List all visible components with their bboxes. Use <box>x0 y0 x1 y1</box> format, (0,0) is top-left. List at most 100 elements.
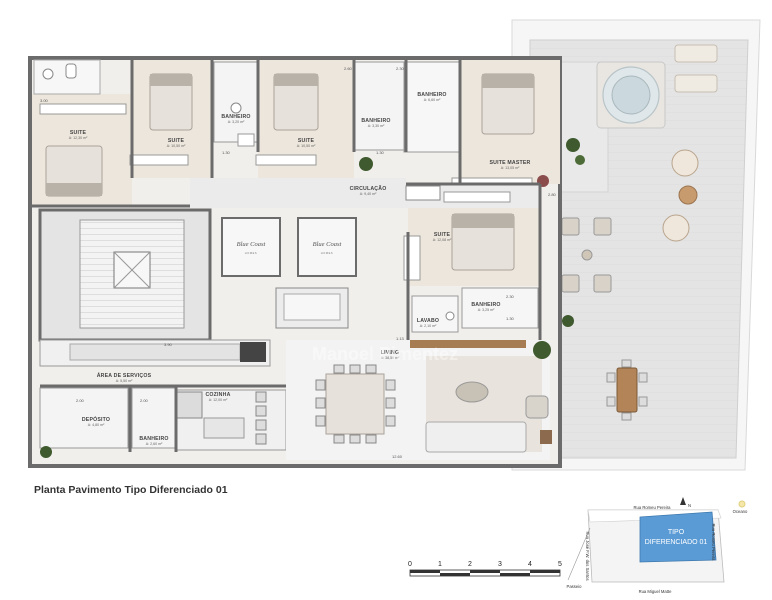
round-chair <box>662 214 690 242</box>
map-street-bottom: Rua Miguel Matte <box>639 589 672 594</box>
wardrobe <box>39 103 127 115</box>
sea-marker <box>738 500 746 508</box>
bathroom-5 <box>461 287 539 329</box>
deposito <box>39 387 129 449</box>
brand-logo-1: Blue Coast <box>237 241 266 248</box>
scale-tick: 1 <box>438 561 442 568</box>
brand-logo-2-sub: HOMES <box>321 251 334 255</box>
room-area-banheiro-5: A: 2,60 m² <box>146 442 163 446</box>
wardrobe <box>255 154 317 166</box>
dimension-labels: 3.00 1.30 2.60 2.30 1.30 2.80 2.30 1.30 … <box>40 66 557 459</box>
room-area-circulacao: A: 9,40 m² <box>360 192 377 196</box>
room-label-banheiro-1: BANHEIRO <box>221 114 250 120</box>
unit-label-1: TIPO <box>668 529 685 536</box>
room-area-suite-master: A: 13,05 m² <box>501 166 520 170</box>
room-label-suite-master: SUITE MASTER <box>489 160 530 166</box>
room-label-banheiro-3: BANHEIRO <box>417 92 446 98</box>
dim-label: 2.30 <box>396 66 405 71</box>
room-label-cozinha: COZINHA <box>205 392 230 398</box>
dim-label: 1.30 <box>376 150 385 155</box>
scale-tick: 5 <box>558 561 562 568</box>
bar-stools <box>255 391 267 445</box>
building-core <box>38 208 357 342</box>
cooktop <box>175 391 203 419</box>
north-arrow-icon: N <box>680 497 691 508</box>
room-label-banheiro-2: BANHEIRO <box>361 118 390 124</box>
dim-label: 1.13 <box>396 336 405 341</box>
room-label-banheiro-4: BANHEIRO <box>471 302 500 308</box>
room-area-suite-2: A: 10,50 m² <box>167 144 186 148</box>
room-area-banheiro-1: A: 3,20 m² <box>228 120 245 124</box>
room-area-cozinha: A: 12,00 m² <box>209 398 228 402</box>
scale-tick: 3 <box>498 561 502 568</box>
map-street-left: Rua José F.W. dos Santos <box>585 531 590 580</box>
brand-logos: Blue Coast HOMES Blue Coast HOMES <box>237 241 342 255</box>
unit-highlight <box>639 511 717 563</box>
plant <box>566 138 580 152</box>
dim-label: 2.00 <box>140 398 149 403</box>
dim-label: 3.00 <box>40 98 49 103</box>
round-chair <box>671 149 699 177</box>
room-label-deposito: DEPÓSITO <box>82 415 110 423</box>
room-label-banheiro-5: BANHEIRO <box>139 436 168 442</box>
map-street-top: Rua Romeu Pereira <box>633 505 671 510</box>
north-label: N <box>688 503 691 508</box>
bench <box>410 340 526 348</box>
room-area-lavabo: A: 2,10 m² <box>420 324 437 328</box>
plant <box>359 157 373 171</box>
living-dining <box>40 157 552 460</box>
circulation <box>190 178 406 208</box>
watermark: Manoel Pimentez <box>312 344 458 364</box>
wardrobe <box>403 235 421 281</box>
room-area-banheiro-3: A: 6,60 m² <box>424 98 441 102</box>
map-beach: Passeio <box>567 584 583 589</box>
room-label-living: LIVING <box>381 350 400 356</box>
bathroom-4 <box>403 61 461 153</box>
plan-title: Planta Pavimento Tipo Diferenciado 01 <box>34 484 228 496</box>
sofa <box>425 421 527 453</box>
armchair <box>525 395 549 419</box>
dim-label: 2.30 <box>506 294 515 299</box>
jacuzzi <box>596 61 666 129</box>
suite-4 <box>403 208 540 286</box>
plant <box>40 446 52 458</box>
plant <box>533 341 551 359</box>
brand-logo-2: Blue Coast <box>313 241 342 248</box>
dim-label: 1.30 <box>222 150 231 155</box>
bathroom-2 <box>213 61 259 143</box>
suite-2 <box>129 60 212 178</box>
room-area-living: A: 38,50 m² <box>381 356 400 360</box>
dim-label: 12.60 <box>392 454 403 459</box>
room-label-area-servicos: ÁREA DE SERVIÇOS <box>97 372 152 379</box>
room-label-suite-4: SUITE <box>434 232 451 238</box>
suite-3 <box>255 60 354 178</box>
dim-label: 1.30 <box>506 316 515 321</box>
room-area-suite-1: A: 12,30 m² <box>69 136 88 140</box>
dim-label: 2.80 <box>548 192 557 197</box>
terrace <box>511 19 761 471</box>
room-label-suite-3: SUITE <box>298 138 315 144</box>
location-map: TIPO DIFERENCIADO 01 Oceano Rua Romeu Pe… <box>567 497 748 594</box>
terrace-dining <box>606 359 648 421</box>
room-label-circulacao: CIRCULAÇÃO <box>350 185 387 192</box>
scale-bar: 0 1 2 3 4 5 <box>408 561 562 577</box>
kitchen-service <box>39 339 287 451</box>
wardrobe <box>129 154 189 166</box>
scale-tick: 4 <box>528 561 532 568</box>
dim-label: 3.90 <box>164 342 173 347</box>
dining-table <box>325 373 385 435</box>
sun-lounger <box>674 74 718 93</box>
terrace-chairs <box>561 217 612 293</box>
appliance <box>240 342 266 362</box>
room-area-banheiro-2: A: 3,30 m² <box>368 124 385 128</box>
vanity <box>405 185 441 201</box>
map-street-right: Rua Romeu Pereira <box>711 523 716 561</box>
room-label-suite-2: SUITE <box>168 138 185 144</box>
brand-logo-1-sub: HOMES <box>245 251 258 255</box>
dim-label: 2.00 <box>76 398 85 403</box>
coffee-table <box>455 381 489 403</box>
elevator-2 <box>297 217 357 277</box>
room-area-area-servicos: A: 5,50 m² <box>116 379 133 383</box>
scale-tick: 0 <box>408 561 412 568</box>
room-label-lavabo: LAVABO <box>417 318 439 324</box>
